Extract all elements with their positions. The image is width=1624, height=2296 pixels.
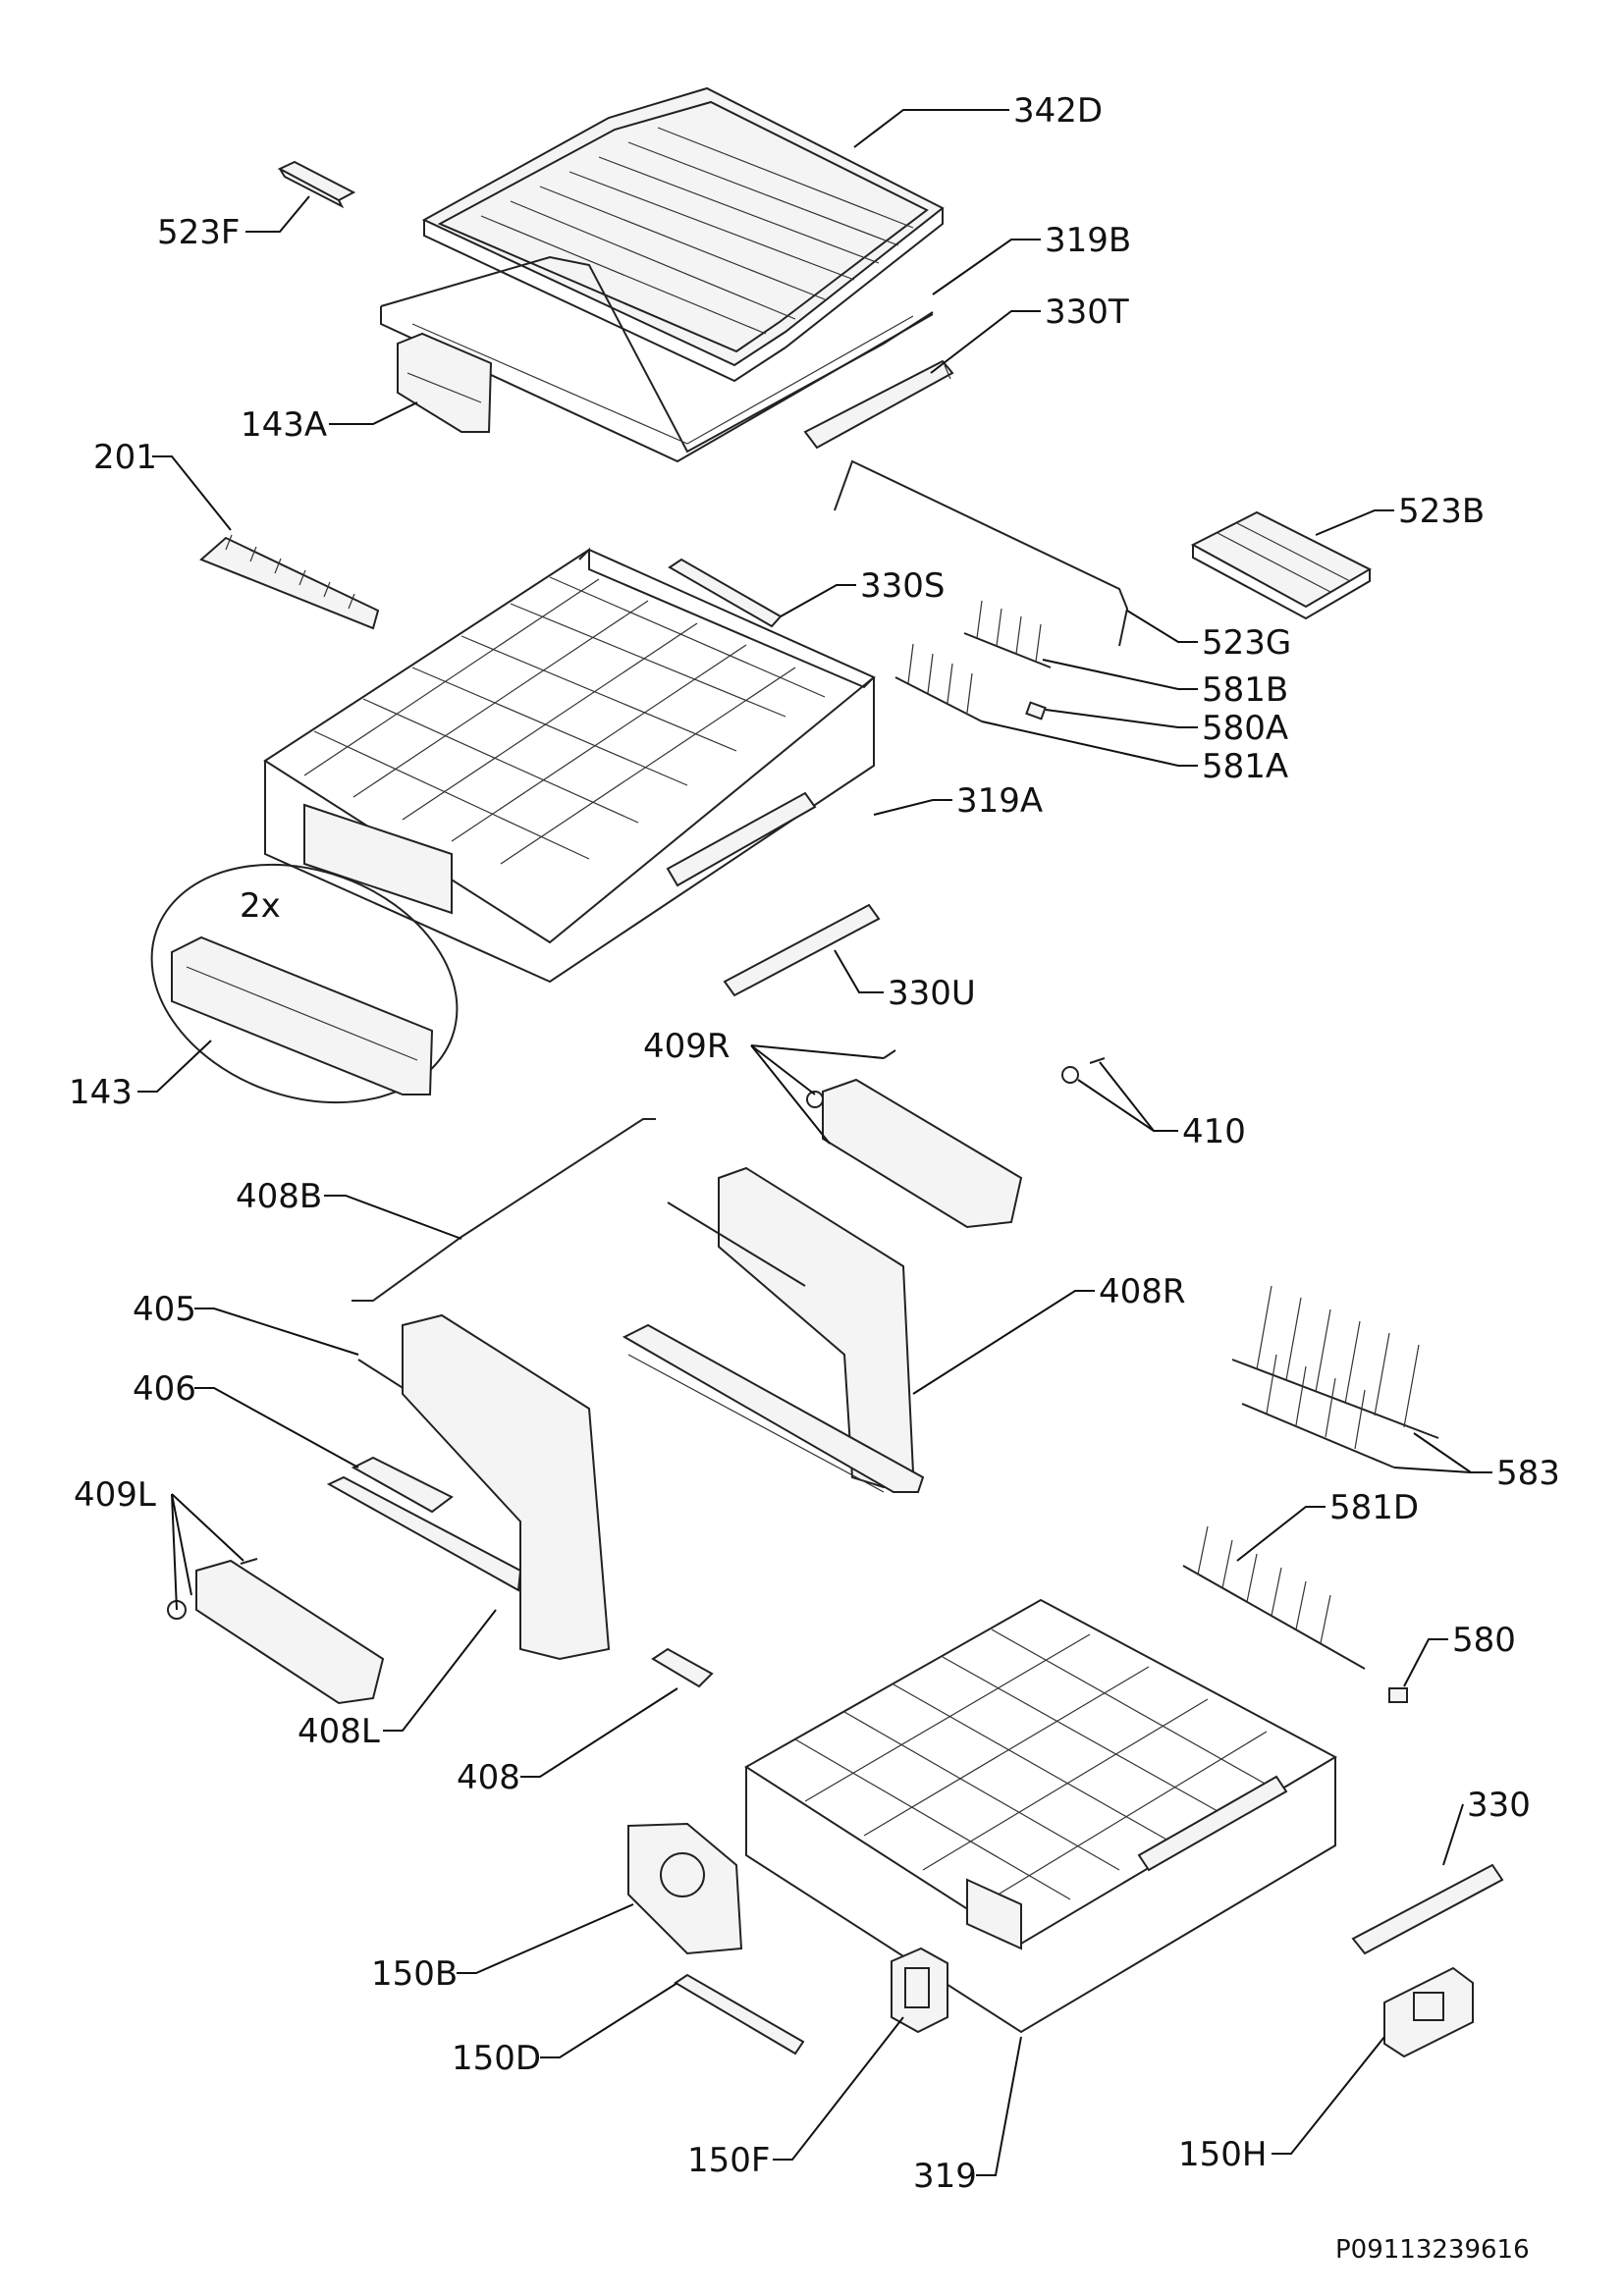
label-523F: 523F [157,213,240,252]
part-150H-cap [1383,1966,1474,2058]
label-143A: 143A [241,405,327,445]
label-150F: 150F [687,2141,770,2180]
part-409L-bracket [167,1558,385,1705]
part-523F-clip [277,160,356,209]
part-409R-bracket [806,1049,1023,1229]
label-409R: 409R [643,1027,731,1066]
part-201-clip-strip [199,534,380,630]
part-580-clip [1388,1687,1408,1703]
part-319B-rack-frame [380,255,934,463]
part-143A-bracket [397,332,493,433]
part-406-slide [351,1456,454,1514]
label-581B: 581B [1202,670,1288,710]
part-580A-clip [1025,701,1047,721]
label-523B: 523B [1398,492,1485,531]
part-583-tine-racks [1231,1285,1439,1468]
label-410: 410 [1182,1112,1246,1151]
label-580A: 580A [1202,709,1288,748]
part-319-lower-basket [744,1598,1338,2034]
part-410-screw-nut [1061,1057,1106,1084]
label-2x: 2x [240,886,281,926]
part-330-handle [1351,1863,1504,1955]
label-408B: 408B [236,1177,322,1216]
part-330T-handle [803,359,954,450]
label-143: 143 [69,1073,133,1112]
label-150B: 150B [371,1954,458,1994]
label-406: 406 [133,1369,196,1409]
part-408B-rod [352,1118,656,1302]
label-319A: 319A [956,781,1043,821]
label-330T: 330T [1045,293,1129,332]
part-408R-right-arm [622,1166,925,1493]
part-143-detail-oval [150,863,459,1104]
label-583: 583 [1496,1454,1560,1493]
leader-lines [137,109,1492,2176]
part-408L-left-arm [326,1313,611,1661]
part-150D-rail [674,1973,805,2056]
label-409L: 409L [74,1475,156,1515]
label-581D: 581D [1329,1488,1419,1527]
label-330U: 330U [888,974,976,1013]
part-labels: 342D 523F 319B 330T 143A 201 523B 330S 5… [69,91,1560,2265]
label-580: 580 [1452,1621,1516,1660]
part-150F-holder [891,1947,948,2034]
label-150D: 150D [452,2039,541,2078]
label-405: 405 [133,1290,196,1329]
part-523G-wire [834,459,1129,647]
part-330U-handle [723,903,881,997]
label-330: 330 [1467,1786,1531,1825]
part-581D-tines [1182,1525,1366,1670]
part-581B-tines [963,600,1052,668]
part-319A-upper-basket [263,547,876,984]
label-408R: 408R [1099,1272,1186,1311]
label-408: 408 [457,1758,520,1797]
label-319: 319 [913,2157,977,2196]
label-319B: 319B [1045,221,1131,260]
label-523G: 523G [1202,623,1291,663]
label-150H: 150H [1178,2135,1267,2174]
part-150B-wheel-bracket [627,1822,743,1955]
label-581A: 581A [1202,747,1288,786]
document-number: P09113239616 [1335,2235,1530,2265]
label-342D: 342D [1013,91,1103,131]
part-581A-tines [894,643,983,722]
label-330S: 330S [860,566,945,606]
label-201: 201 [93,438,157,477]
part-523B-small-rack [1190,510,1373,620]
part-342D-cutlery-tray [421,86,945,383]
label-408L: 408L [298,1712,380,1751]
part-408-end-cap [651,1647,714,1688]
